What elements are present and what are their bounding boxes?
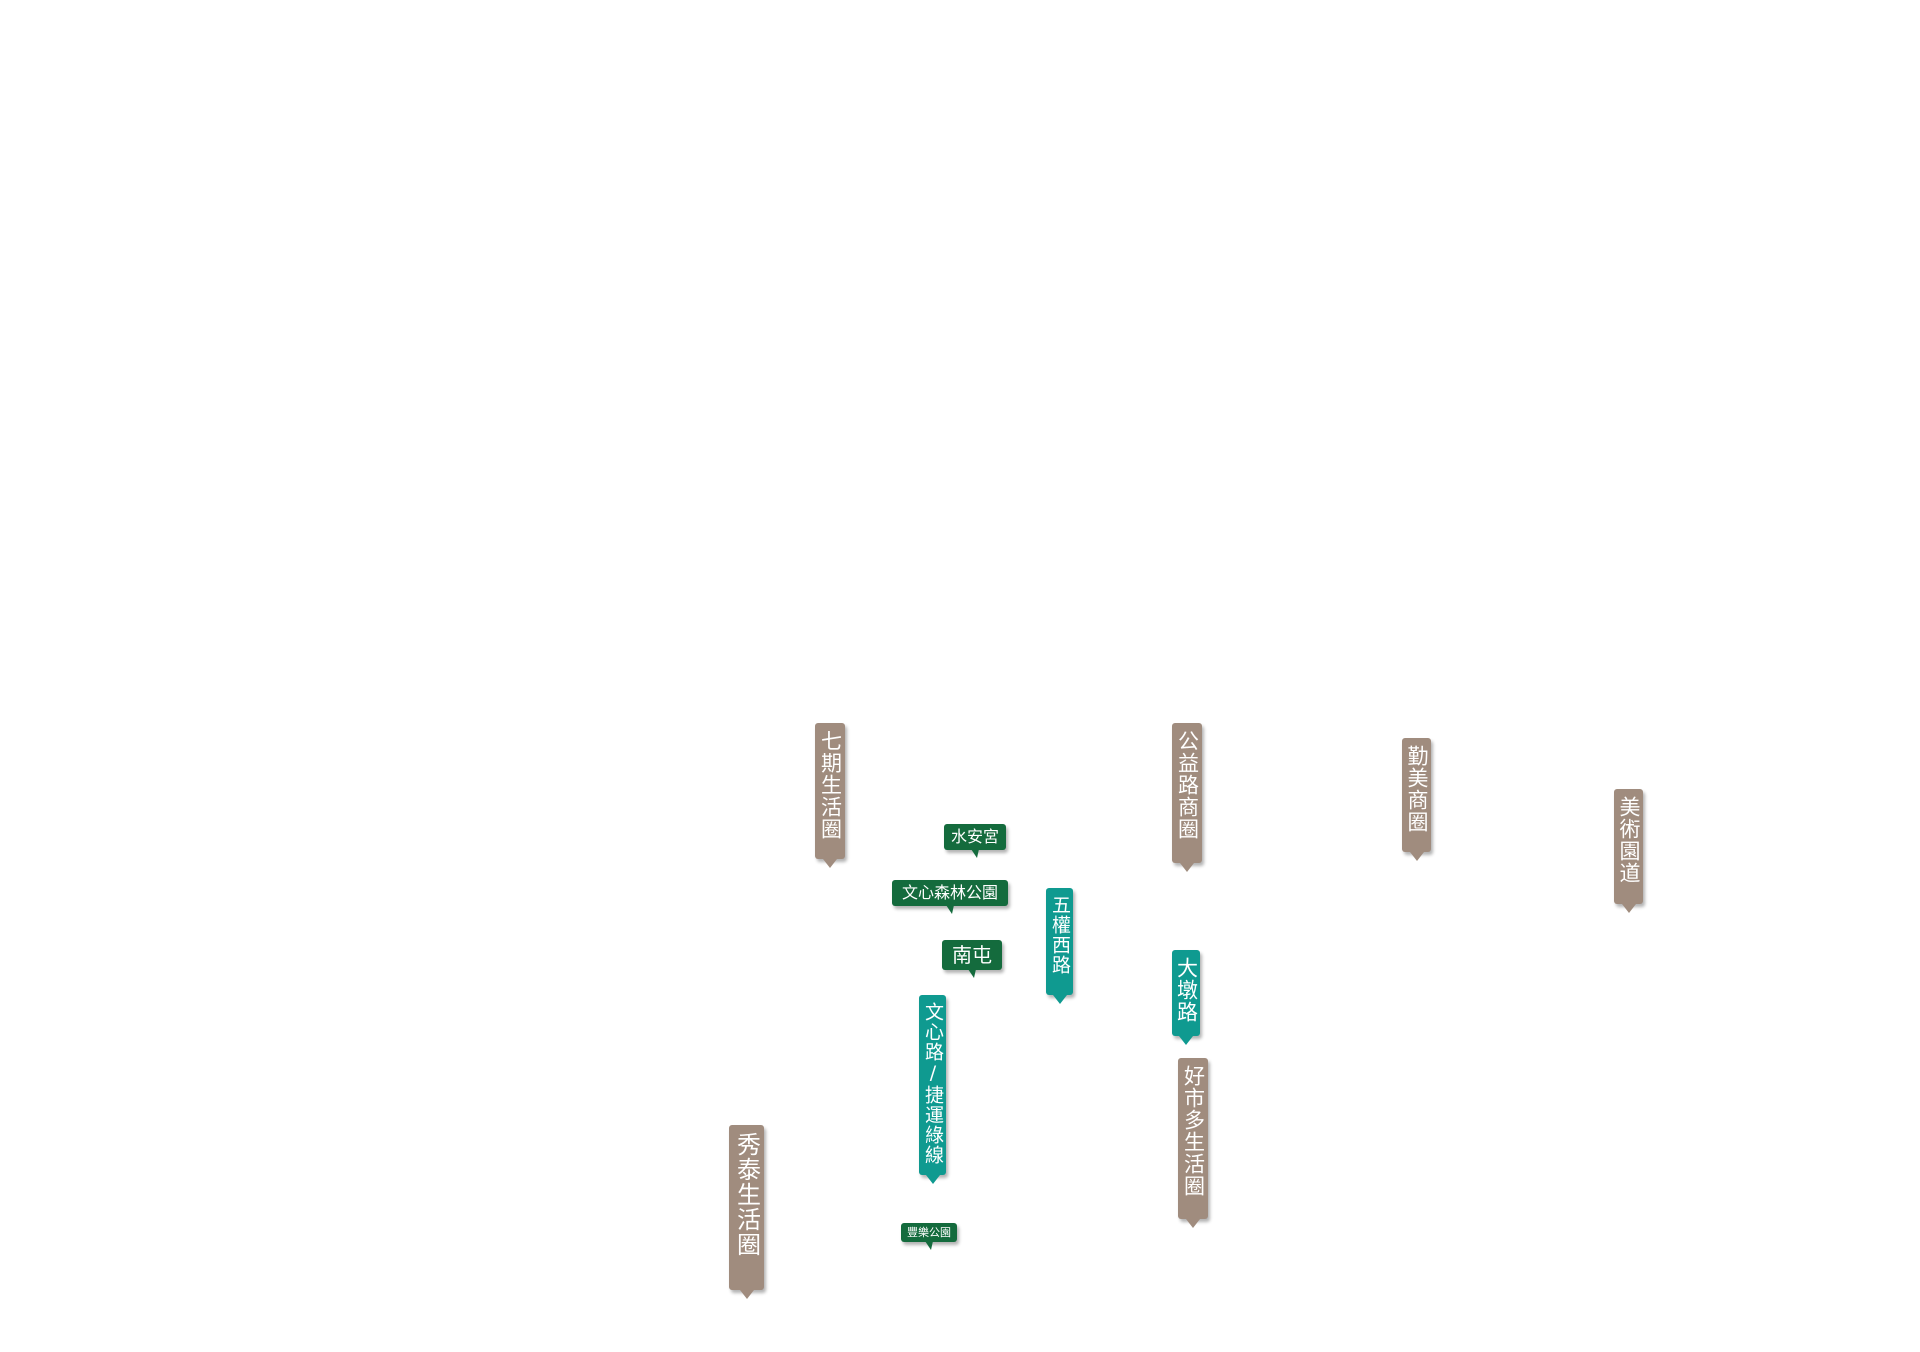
marker-wuquan-west-road[interactable]: 五權西路 bbox=[1046, 888, 1073, 1004]
marker-label: 好市多生活圈 bbox=[1181, 1065, 1206, 1197]
marker-meishu-boulevard[interactable]: 美術園道 bbox=[1614, 789, 1643, 913]
marker-label: 五權西路 bbox=[1049, 895, 1071, 975]
marker-costco-living-circle[interactable]: 好市多生活圈 bbox=[1178, 1058, 1208, 1228]
marker-label: 美術園道 bbox=[1617, 796, 1641, 884]
marker-qiqi-living-circle[interactable]: 七期生活圈 bbox=[815, 723, 845, 868]
marker-label: 七期生活圈 bbox=[818, 730, 843, 840]
marker-label: 南屯 bbox=[952, 943, 992, 967]
marker-label: 文心森林公園 bbox=[901, 883, 998, 902]
marker-nantun[interactable]: 南屯 bbox=[942, 940, 1002, 978]
marker-wenxin-forest-park[interactable]: 文心森林公園 bbox=[892, 880, 1008, 914]
marker-label: 豐樂公園 bbox=[907, 1226, 951, 1239]
marker-xiutai-living-circle[interactable]: 秀泰生活圈 bbox=[729, 1125, 764, 1299]
marker-label: 公益路商圈 bbox=[1175, 730, 1200, 840]
marker-qinmei-shopping[interactable]: 勤美商圈 bbox=[1402, 738, 1431, 861]
marker-gongyi-road-shopping[interactable]: 公益路商圈 bbox=[1172, 723, 1202, 872]
marker-label: 勤美商圈 bbox=[1405, 745, 1429, 833]
marker-wenxin-road-mrt-green-line[interactable]: 文心路/捷運綠線 bbox=[919, 995, 946, 1184]
marker-label: 水安宮 bbox=[950, 827, 999, 846]
marker-fengle-park[interactable]: 豐樂公園 bbox=[901, 1223, 957, 1250]
marker-label: 秀泰生活圈 bbox=[732, 1132, 761, 1257]
marker-shuian-temple[interactable]: 水安宮 bbox=[944, 824, 1006, 858]
marker-label: 文心路/捷運綠線 bbox=[922, 1002, 944, 1165]
marker-dadun-road[interactable]: 大墩路 bbox=[1172, 950, 1200, 1045]
marker-label: 大墩路 bbox=[1174, 957, 1199, 1023]
